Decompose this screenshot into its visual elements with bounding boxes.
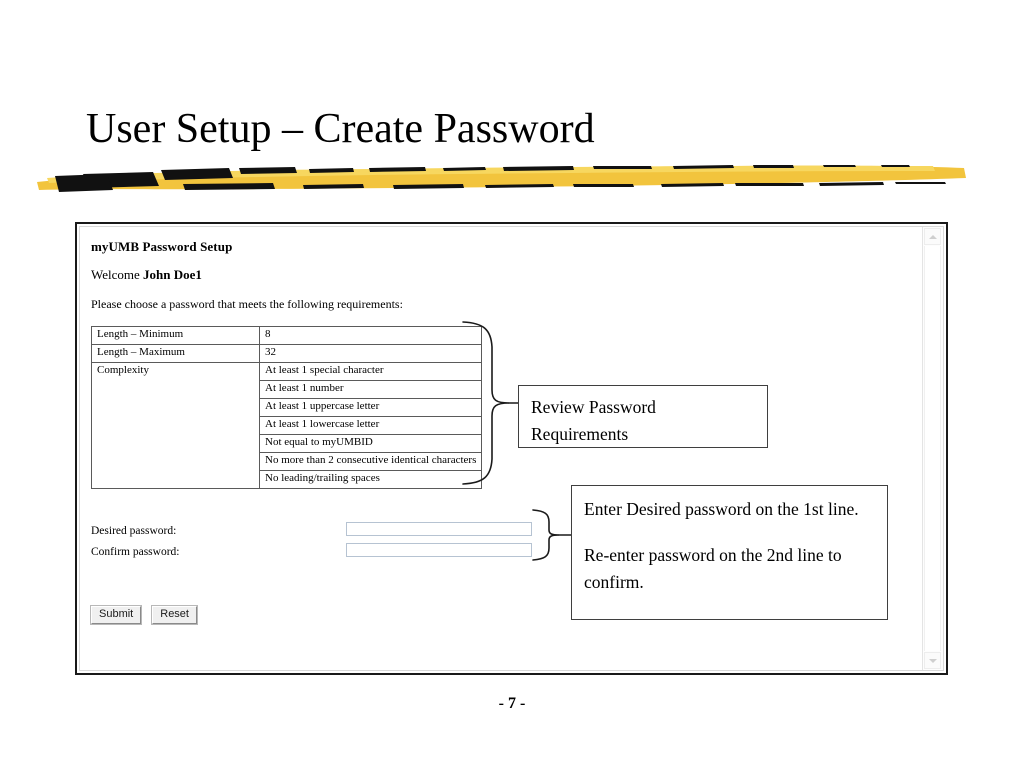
submit-button[interactable]: Submit <box>89 605 143 625</box>
password-setup-page: myUMB Password Setup Welcome John Doe1 P… <box>80 227 932 670</box>
instruction-text: Please choose a password that meets the … <box>91 297 403 311</box>
vertical-scrollbar[interactable] <box>922 227 943 670</box>
requirement-value: At least 1 lowercase letter <box>259 416 482 435</box>
requirement-value: 8 <box>259 326 482 345</box>
requirement-value: No leading/trailing spaces <box>259 470 482 489</box>
callout-review-line1: Review Password <box>531 397 656 417</box>
requirement-value: At least 1 special character <box>259 362 482 381</box>
requirements-tbody: Length – Minimum 8 Length – Maximum 32 C… <box>91 326 482 489</box>
callout-review-line2: Requirements <box>531 424 629 444</box>
confirm-password-input[interactable] <box>346 543 532 557</box>
form-heading: myUMB Password Setup <box>91 239 233 254</box>
requirement-value: At least 1 number <box>259 380 482 399</box>
callout-review-requirements: Review Password Requirements <box>518 385 768 448</box>
table-row: No more than 2 consecutive identical cha… <box>92 452 482 471</box>
chevron-up-icon <box>928 234 937 239</box>
requirement-label: Length – Maximum <box>91 344 260 363</box>
browser-viewport: myUMB Password Setup Welcome John Doe1 P… <box>79 226 944 671</box>
welcome-line: Welcome John Doe1 <box>91 267 202 283</box>
table-row: Complexity At least 1 special character <box>91 362 482 489</box>
requirement-value: 32 <box>259 344 482 363</box>
chevron-down-icon <box>928 658 937 663</box>
table-row: No leading/trailing spaces <box>92 470 482 489</box>
requirement-value: No more than 2 consecutive identical cha… <box>259 452 482 471</box>
scroll-down-button[interactable] <box>924 652 941 669</box>
welcome-username: John Doe1 <box>143 267 202 282</box>
table-row: Length – Maximum 32 <box>91 344 482 363</box>
confirm-password-label: Confirm password: <box>91 546 180 558</box>
desired-password-input[interactable] <box>346 522 532 536</box>
requirement-value: Not equal to myUMBID <box>259 434 482 453</box>
form-button-bar: Submit Reset <box>89 604 204 625</box>
requirement-label: Complexity <box>91 362 260 489</box>
slide-page-number: - 7 - <box>498 695 526 712</box>
scroll-up-button[interactable] <box>924 228 941 245</box>
password-requirements-table: Length – Minimum 8 Length – Maximum 32 C… <box>91 326 482 489</box>
callout-enter-paragraph2: Re-enter password on the 2nd line to con… <box>584 545 842 592</box>
page-title: User Setup – Create Password <box>86 106 595 152</box>
table-row: Not equal to myUMBID <box>92 434 482 453</box>
desired-password-label: Desired password: <box>91 525 177 537</box>
scrollbar-track[interactable] <box>924 246 941 651</box>
callout-enter-paragraph1: Enter Desired password on the 1st line. <box>584 499 859 519</box>
requirement-label: Length – Minimum <box>91 326 260 345</box>
welcome-prefix: Welcome <box>91 267 144 282</box>
callout-enter-instructions: Enter Desired password on the 1st line. … <box>571 485 888 620</box>
brush-stroke-decoration <box>33 152 973 200</box>
requirement-value: At least 1 uppercase letter <box>259 398 482 417</box>
reset-button[interactable]: Reset <box>151 605 198 625</box>
table-row: Length – Minimum 8 <box>91 326 482 345</box>
browser-window: myUMB Password Setup Welcome John Doe1 P… <box>75 222 948 675</box>
